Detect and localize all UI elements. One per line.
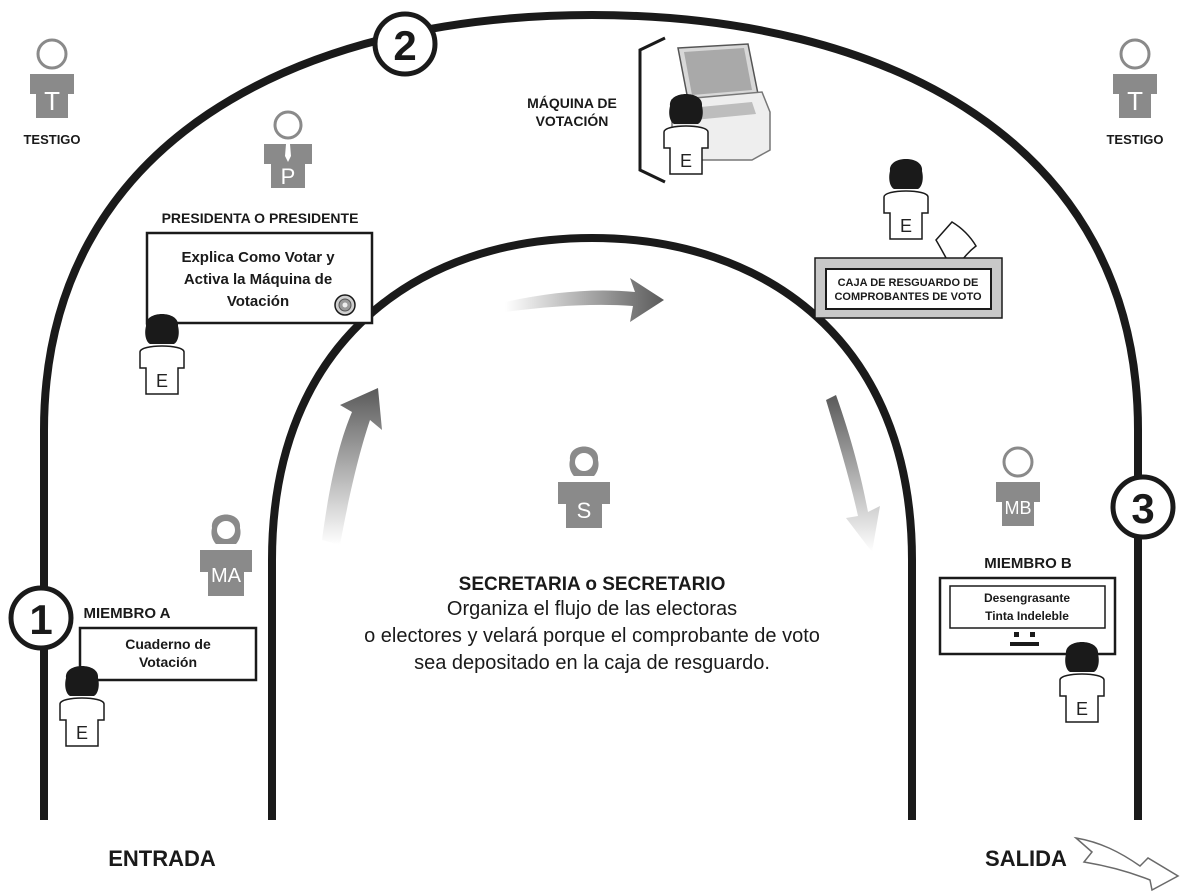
ballot-box-line-1: CAJA DE RESGUARDO DE <box>838 277 979 289</box>
secretary-title: SECRETARIA o SECRETARIO <box>459 574 726 595</box>
president-task-box: Explica Como Votar y Activa la Máquina d… <box>145 231 374 325</box>
step-3-marker: 3 <box>1110 474 1176 540</box>
step-1-number: 1 <box>29 596 52 643</box>
secretary-desc-line-3: sea depositado en la caja de resguardo. <box>414 652 770 674</box>
elector-at-machine: E <box>663 93 709 175</box>
elector-at-member-b: E <box>1059 641 1105 723</box>
president-box-line-1: Explica Como Votar y <box>181 249 335 266</box>
ballot-box: CAJA DE RESGUARDO DE COMPROBANTES DE VOT… <box>814 257 1003 319</box>
elector-letter: E <box>680 151 692 171</box>
member-a-task-box: Cuaderno de Votación <box>78 626 258 682</box>
exit-arrow-icon <box>1073 836 1180 892</box>
witness-left-letter: T <box>44 86 60 116</box>
witness-right-label: TESTIGO <box>1106 132 1163 147</box>
member-b-letter: MB <box>1005 498 1032 518</box>
ink-bottles-icon <box>1010 632 1039 646</box>
machine-label-line-2: VOTACIÓN <box>536 112 609 129</box>
elector-at-member-a: E <box>59 665 105 747</box>
step-3-number: 3 <box>1131 485 1154 532</box>
president-box-line-3: Votación <box>227 293 289 310</box>
president-title: PRESIDENTA O PRESIDENTE <box>162 210 359 226</box>
member-a-figure: MA <box>200 514 252 596</box>
outer-arch <box>40 10 1142 820</box>
ballot-box-line-2: COMPROBANTES DE VOTO <box>834 291 982 303</box>
secretary-figure: S <box>558 446 610 528</box>
member-b-box-line-1: Desengrasante <box>984 591 1070 605</box>
member-a-box-line-2: Votación <box>139 654 197 670</box>
member-b-title: MIEMBRO B <box>984 555 1072 572</box>
exit-label: SALIDA <box>985 846 1067 871</box>
elector-at-president: E <box>139 313 185 395</box>
flow-arrow-right <box>505 278 664 322</box>
president-letter: P <box>281 164 296 189</box>
inner-arch <box>268 233 916 820</box>
elector-depositing: E <box>883 158 929 240</box>
member-a-title: MIEMBRO A <box>84 605 171 622</box>
step-1-marker: 1 <box>8 585 74 651</box>
elector-letter: E <box>900 216 912 236</box>
elector-letter: E <box>1076 699 1088 719</box>
activation-disc-icon <box>334 294 356 316</box>
flow-arrow-down <box>826 395 880 552</box>
witness-right: T <box>1111 38 1159 120</box>
step-2-number: 2 <box>393 22 416 69</box>
member-a-letter: MA <box>211 565 242 587</box>
member-b-figure: MB <box>994 446 1042 528</box>
machine-label-line-1: MÁQUINA DE <box>527 95 617 111</box>
president-box-line-2: Activa la Máquina de <box>184 271 332 288</box>
vote-receipt-icon <box>935 221 977 274</box>
secretary-letter: S <box>577 498 592 523</box>
secretary-desc-line-2: o electores y velará porque el comproban… <box>364 625 820 647</box>
step-2-marker: 2 <box>372 11 438 77</box>
member-b-box-line-2: Tinta Indeleble <box>985 609 1069 623</box>
flow-arrow-up <box>322 388 382 545</box>
secretary-desc-line-1: Organiza el flujo de las electoras <box>447 598 737 620</box>
elector-letter: E <box>156 371 168 391</box>
witness-left: T <box>28 38 76 120</box>
witness-right-letter: T <box>1127 86 1143 116</box>
witness-left-label: TESTIGO <box>23 132 80 147</box>
machine-booth-bracket <box>638 36 666 184</box>
elector-letter: E <box>76 723 88 743</box>
entrance-label: ENTRADA <box>108 846 216 871</box>
president-figure: P <box>264 110 312 189</box>
member-b-task-box: Desengrasante Tinta Indeleble <box>938 576 1117 656</box>
member-a-box-line-1: Cuaderno de <box>125 636 211 652</box>
